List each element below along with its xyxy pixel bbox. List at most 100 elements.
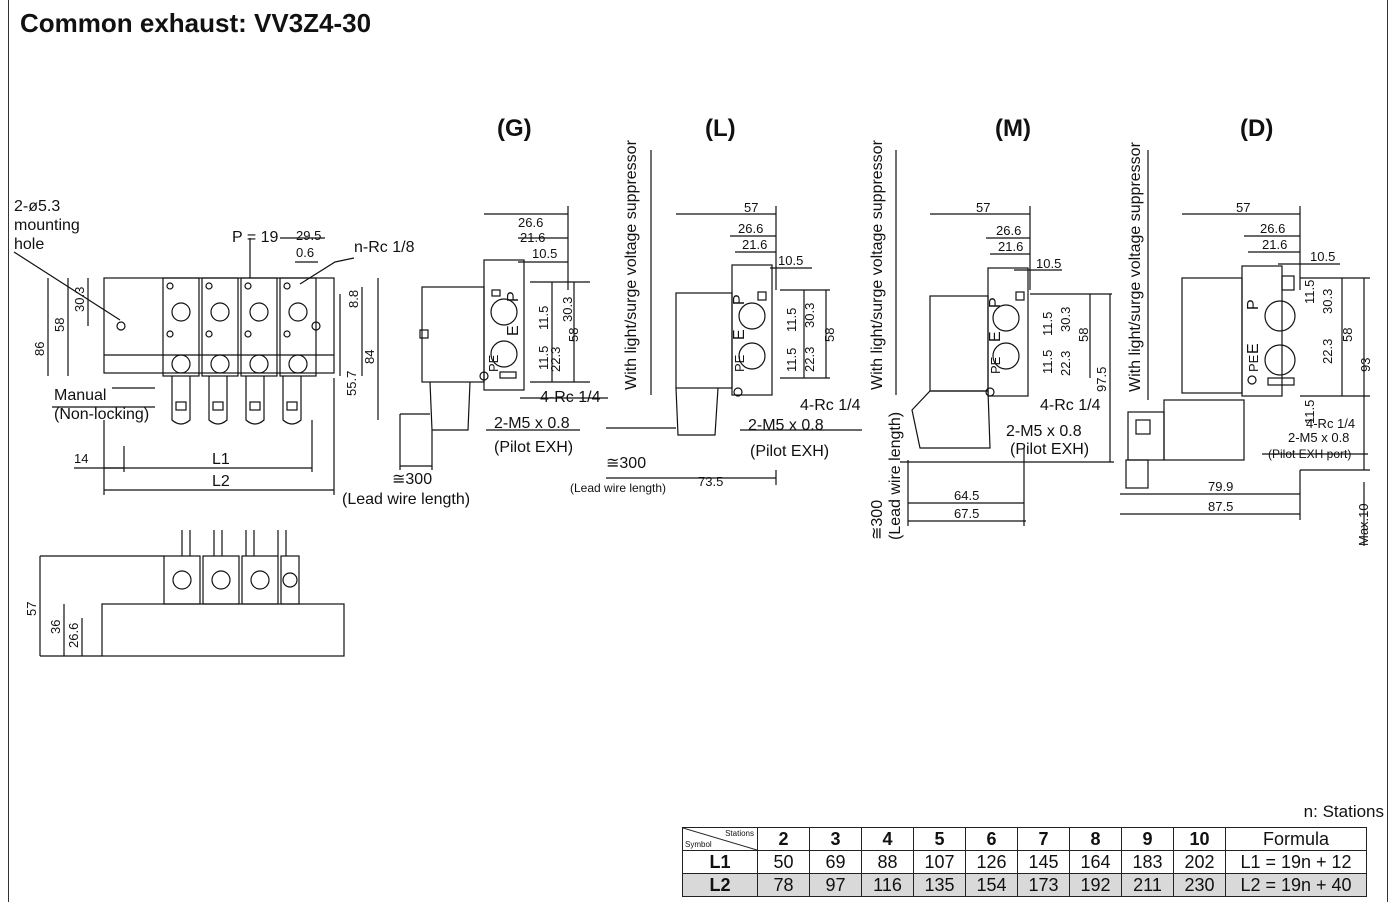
- d-port-p: P: [1245, 299, 1262, 310]
- g-dim-21-6: 21.6: [520, 230, 545, 245]
- m-port-pe: PE: [988, 356, 1003, 374]
- station-header: 6: [965, 827, 1018, 851]
- d-pilot-label-2: (Pilot EXH port): [1268, 447, 1351, 461]
- value-cell: 69: [809, 850, 862, 874]
- d-dim-79-9: 79.9: [1208, 479, 1233, 494]
- m-port-p: P: [987, 297, 1004, 308]
- d-dim-87-5: 87.5: [1208, 499, 1233, 514]
- dim-l2: L2: [212, 473, 230, 490]
- value-cell: 230: [1173, 873, 1226, 897]
- value-cell: 126: [965, 850, 1018, 874]
- value-cell: 88: [861, 850, 914, 874]
- g-lead-dim: ≅300: [392, 471, 432, 488]
- value-cell: 192: [1069, 873, 1122, 897]
- value-cell: 183: [1121, 850, 1174, 874]
- drawing-frame: [8, 0, 1388, 902]
- value-cell: 116: [861, 873, 914, 897]
- g-dim-10-5: 10.5: [532, 246, 557, 261]
- dimension-table: Stations Symbol 2 3 4 5 6 7 8 9 10 Formu…: [682, 827, 1367, 897]
- view-label-l: (L): [705, 115, 736, 142]
- table-corner-cell: Stations Symbol: [682, 827, 758, 851]
- dim-l1: L1: [212, 451, 230, 468]
- table-row-l2: L2 78 97 116 135 154 173 192 211 230 L2 …: [682, 873, 1367, 897]
- value-cell: 78: [757, 873, 810, 897]
- d-dim-11-5: 11.5: [1302, 280, 1317, 304]
- symbol-cell: L1: [682, 850, 758, 874]
- corner-stations: Stations: [725, 829, 754, 838]
- m-dim-11-5b: 11.5: [1040, 350, 1055, 374]
- station-header: 8: [1069, 827, 1122, 851]
- l-dim-11-5b: 11.5: [784, 348, 799, 372]
- g-port-pe: PE: [486, 354, 501, 372]
- station-header: 10: [1173, 827, 1226, 851]
- view-m-drawing: [895, 150, 1114, 526]
- dim-55-7: 55.7: [344, 371, 359, 396]
- g-dim-26-6: 26.6: [518, 215, 543, 230]
- dim-36-front: 36: [48, 620, 63, 634]
- mounting-hole-label-2: mounting: [14, 217, 80, 234]
- g-dim-11-5b: 11.5: [536, 346, 551, 370]
- symbol-cell: L2: [682, 873, 758, 897]
- m-dim-10-5: 10.5: [1036, 256, 1061, 271]
- m-dim-57: 57: [976, 200, 990, 215]
- l-dim-22-3: 22.3: [802, 347, 817, 372]
- dim-0-6: 0.6: [296, 245, 314, 260]
- value-cell: 154: [965, 873, 1018, 897]
- manifold-front-view: [39, 530, 345, 657]
- m-lead-label: (Lead wire length): [887, 412, 904, 540]
- l-dim-57: 57: [744, 200, 758, 215]
- m-port-e: E: [987, 331, 1004, 342]
- station-header: 5: [913, 827, 966, 851]
- station-header: 3: [809, 827, 862, 851]
- g-port-p: P: [505, 291, 522, 302]
- dim-86: 86: [32, 342, 47, 356]
- d-dim-30-3: 30.3: [1320, 289, 1335, 314]
- l-lead-dim: ≅300: [606, 455, 646, 472]
- table-header-row: Stations Symbol 2 3 4 5 6 7 8 9 10 Formu…: [682, 827, 1367, 851]
- suppressor-label-m: With light/surge voltage suppressor: [869, 139, 886, 390]
- mounting-hole-left: [116, 321, 126, 331]
- m-pilot-label-2: (Pilot EXH): [1010, 441, 1089, 458]
- dim-30-3: 30.3: [72, 287, 87, 312]
- view-l-drawing: [606, 150, 862, 485]
- l-port-label: 4-Rc 1/4: [800, 397, 861, 414]
- m-dim-21-6: 21.6: [998, 239, 1023, 254]
- dim-84: 84: [362, 350, 377, 364]
- d-dim-93: 93: [1358, 358, 1373, 372]
- base-outline: [101, 603, 345, 657]
- dim-58: 58: [52, 318, 67, 332]
- l-lead-label: (Lead wire length): [570, 481, 666, 495]
- table-row-l1: L1 50 69 88 107 126 145 164 183 202 L1 =…: [682, 850, 1367, 874]
- m-dim-26-6: 26.6: [996, 223, 1021, 238]
- m-dim-22-3: 22.3: [1058, 351, 1073, 376]
- d-dim-max-10: Max.10: [1356, 503, 1371, 546]
- m-dim-67-5: 67.5: [954, 506, 979, 521]
- value-cell: 97: [809, 873, 862, 897]
- d-port-label: 4-Rc 1/4: [1306, 416, 1355, 431]
- value-cell: 135: [913, 873, 966, 897]
- l-pilot-label: 2-M5 x 0.8: [748, 417, 824, 434]
- pitch-label: P = 19: [232, 229, 279, 246]
- d-dim-26-6: 26.6: [1260, 221, 1285, 236]
- manifold-top-view: [13, 237, 379, 495]
- g-dim-22-3: 22.3: [548, 347, 563, 372]
- l-dim-10-5: 10.5: [778, 253, 803, 268]
- l-port-e: E: [731, 329, 748, 340]
- l-dim-73-5: 73.5: [698, 474, 723, 489]
- dim-14: 14: [74, 451, 88, 466]
- value-cell: 173: [1017, 873, 1070, 897]
- manual-label-2: (Non-locking): [54, 406, 149, 423]
- dim-29-5: 29.5: [296, 228, 321, 243]
- g-port-e: E: [505, 325, 522, 336]
- g-dim-58: 58: [566, 328, 581, 342]
- d-dim-58: 58: [1340, 328, 1355, 342]
- l-dim-21-6: 21.6: [742, 237, 767, 252]
- l-dim-11-5: 11.5: [784, 308, 799, 332]
- manifold-base-outline: [103, 277, 335, 374]
- view-label-m: (M): [995, 115, 1031, 142]
- view-label-g: (G): [497, 115, 532, 142]
- m-port-label: 4-Rc 1/4: [1040, 397, 1101, 414]
- value-cell: 145: [1017, 850, 1070, 874]
- m-dim-64-5: 64.5: [954, 488, 979, 503]
